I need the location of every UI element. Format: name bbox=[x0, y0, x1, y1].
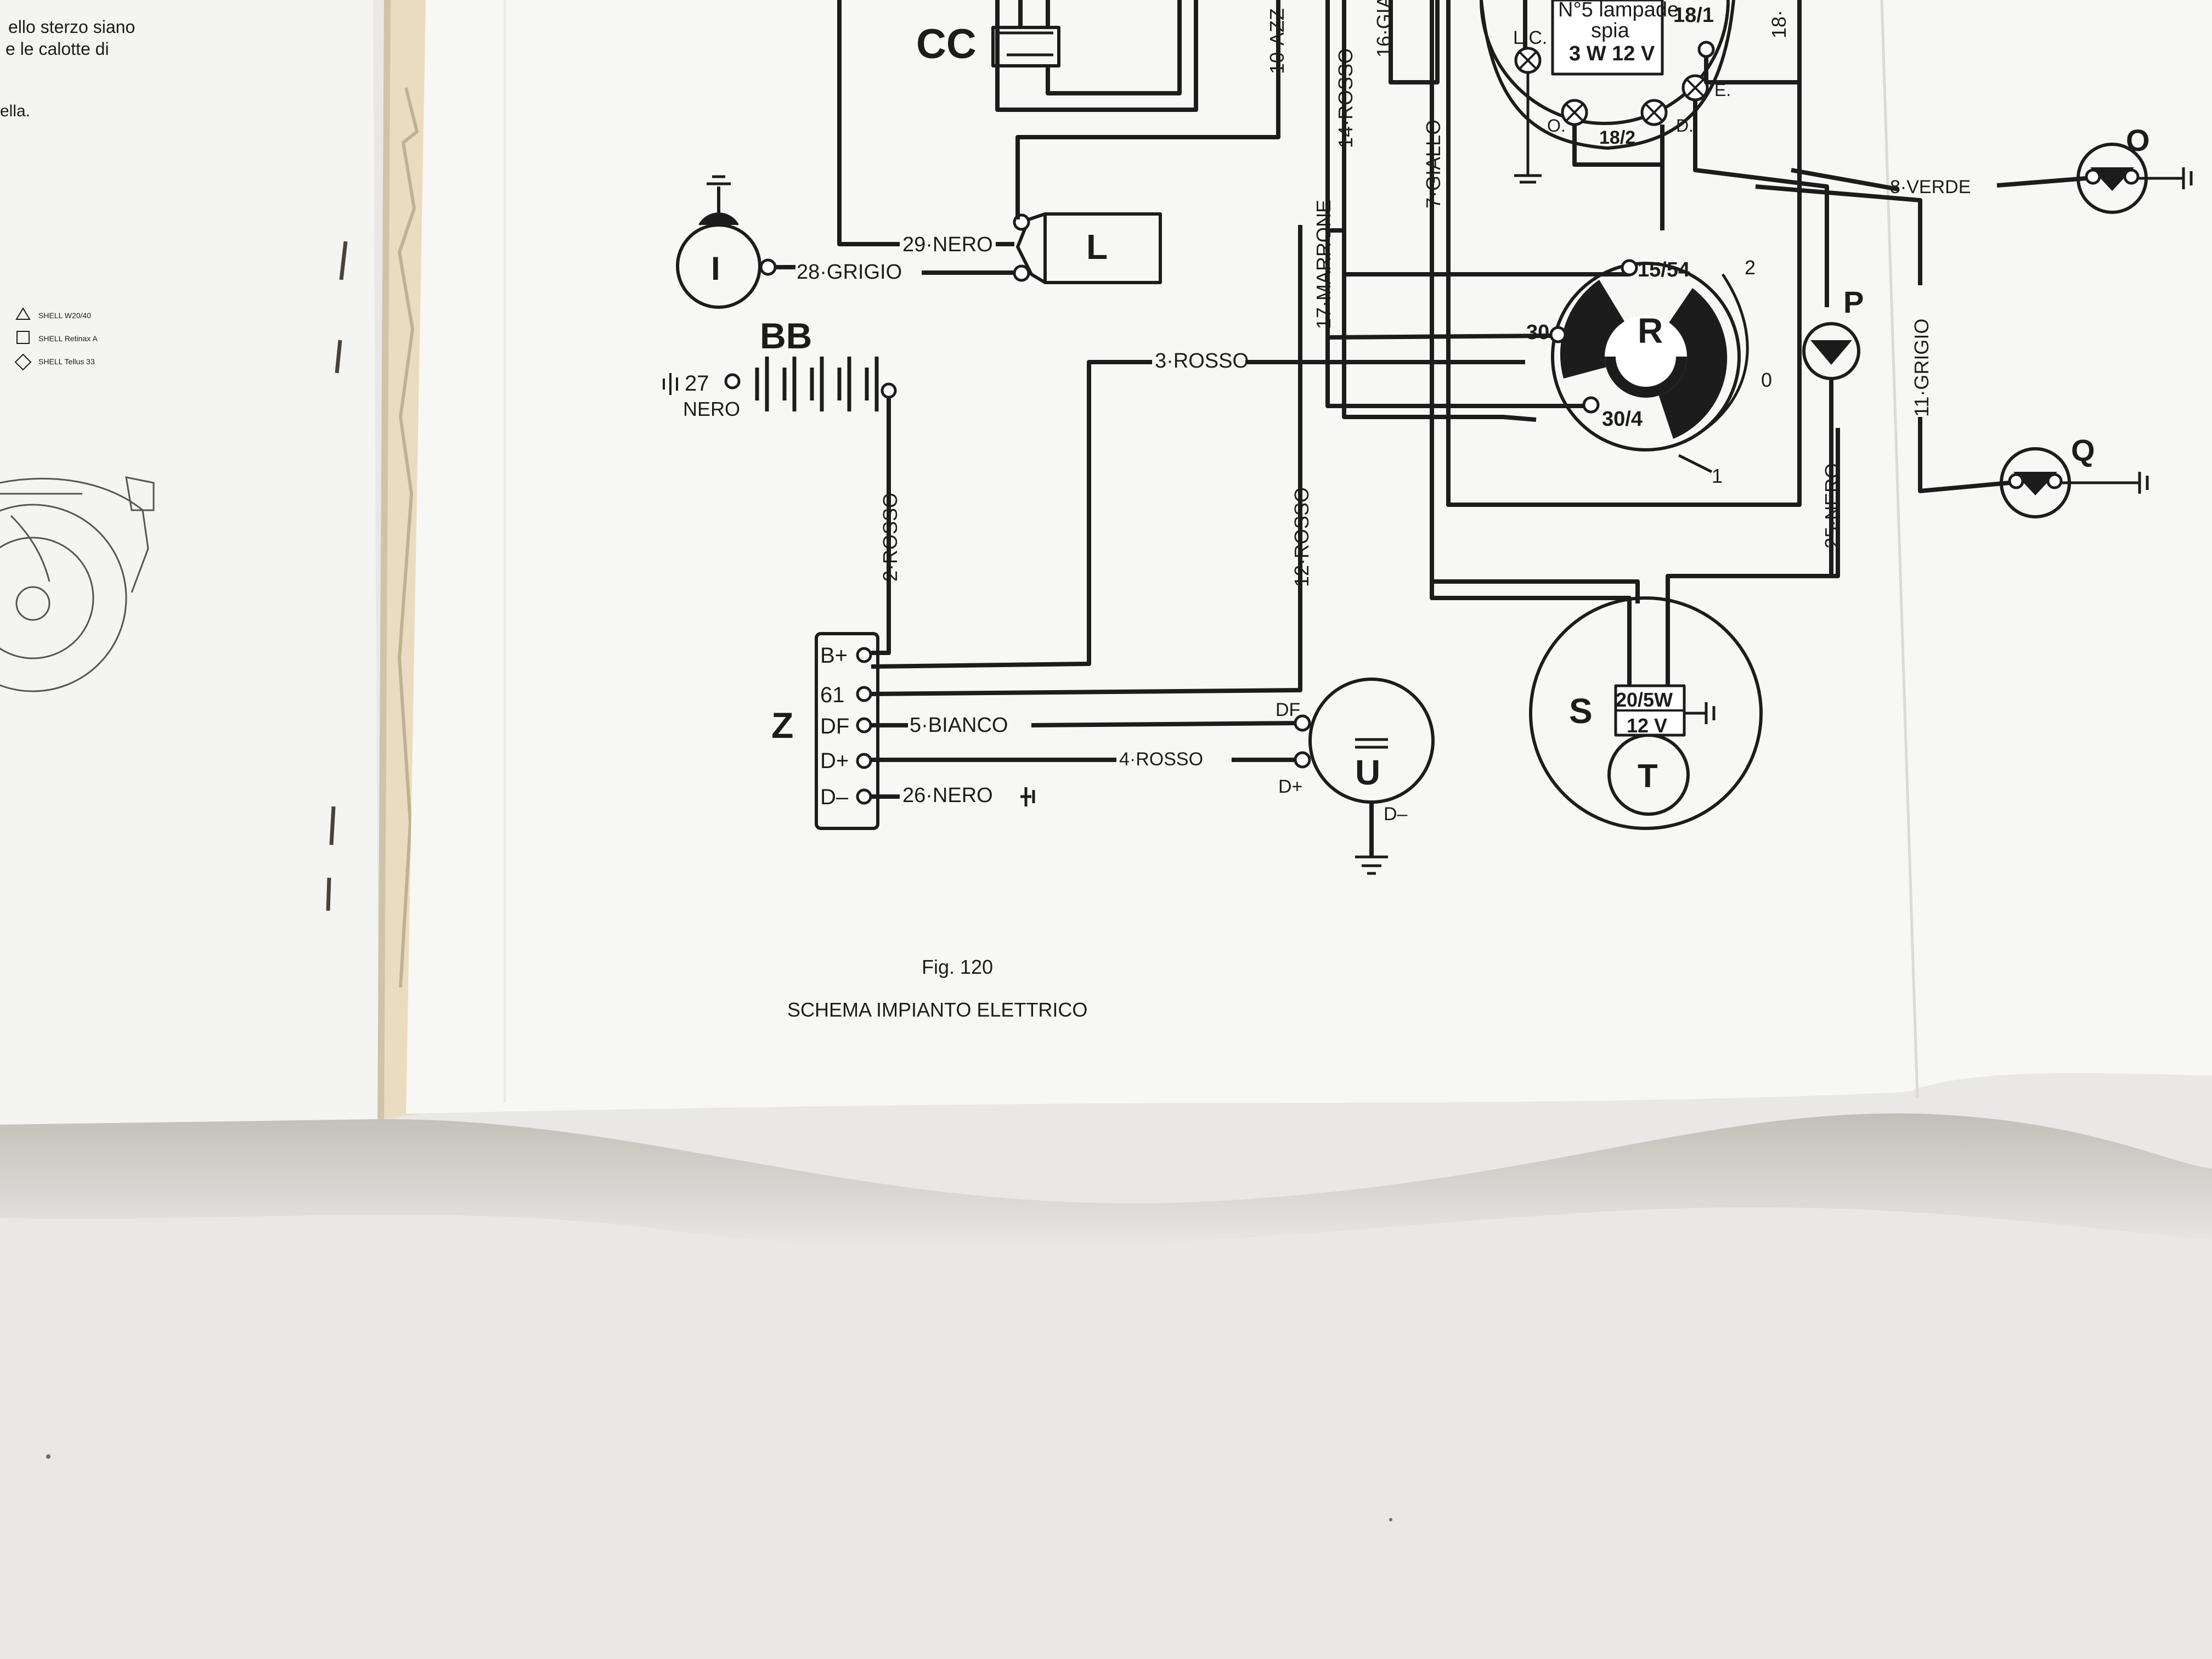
wire-5-label: 5·BIANCO bbox=[910, 714, 1008, 737]
component-S: S T 20/5W 12 V bbox=[1430, 0, 1840, 830]
dynamo-term-dminus: D– bbox=[1384, 804, 1408, 825]
lamp-term-181: 18/1 bbox=[1673, 4, 1714, 27]
dynamo-term-df: DF bbox=[1276, 699, 1300, 720]
component-L: L bbox=[837, 0, 1280, 284]
lamp-term-o: O. bbox=[1547, 116, 1566, 136]
lamp-block-line-1: N°5 lampade bbox=[1558, 0, 1679, 21]
switch-term-30: 30 bbox=[1526, 321, 1549, 344]
regulator-term-dplus: D+ bbox=[820, 749, 849, 773]
page-shadow bbox=[0, 1113, 2212, 1248]
component-U: U DF D+ D– bbox=[1276, 678, 1435, 875]
wire-14-label: 14·ROSSO bbox=[1334, 48, 1357, 148]
label-BB: BB bbox=[760, 315, 812, 356]
left-page-text-3: ella. bbox=[0, 102, 30, 120]
component-R: R 15/54 30 30/4 2 0 1 bbox=[1325, 230, 1772, 487]
wiring-diagram: CC L I bbox=[663, 0, 2193, 1021]
lamp-term-182: 18/2 bbox=[1599, 127, 1635, 148]
lamp-term-lc: L.C. bbox=[1513, 27, 1547, 48]
label-O: O bbox=[2126, 123, 2150, 157]
wire-27-label-a: 27 bbox=[685, 371, 709, 396]
component-O: O bbox=[1791, 123, 2193, 214]
dynamo-term-dplus: D+ bbox=[1278, 776, 1302, 797]
scooter-sketch bbox=[0, 476, 155, 692]
component-Q: Q bbox=[1755, 184, 2149, 518]
regulator-term-bplus: B+ bbox=[820, 644, 848, 668]
label-I: I bbox=[711, 250, 720, 287]
component-I: I bbox=[676, 175, 1014, 309]
left-page-text-2: e le calotte di bbox=[5, 39, 109, 59]
component-BB: BB bbox=[663, 315, 897, 655]
switch-term-304: 30/4 bbox=[1602, 408, 1643, 431]
wire-7-label: 7·GIALLO bbox=[1422, 120, 1444, 208]
wire-25-label: 25·NERO bbox=[1821, 463, 1843, 549]
label-Q: Q bbox=[2071, 433, 2095, 467]
wire-4-label: 4·ROSSO bbox=[1119, 749, 1203, 770]
wire-17-label: 17·MARRONE bbox=[1312, 200, 1335, 329]
label-T: T bbox=[1638, 758, 1658, 794]
switch-pos-1: 1 bbox=[1712, 465, 1723, 487]
left-page-text-1: ello sterzo siano bbox=[8, 17, 135, 37]
lamp-S-volt: 12 V bbox=[1627, 714, 1667, 737]
wire-26-label: 26·NERO bbox=[902, 784, 993, 807]
wire-3-label: 3·ROSSO bbox=[1155, 349, 1249, 373]
wire-28-label: 28·GRIGIO bbox=[797, 261, 902, 284]
left-page: ello sterzo siano e le calotte di ella. … bbox=[0, 0, 379, 1125]
figure-number: Fig. 120 bbox=[922, 956, 993, 978]
label-S: S bbox=[1569, 691, 1593, 731]
table-specks bbox=[46, 1454, 1392, 1521]
wire-2-label: 2·ROSSO bbox=[879, 493, 901, 582]
lamp-block-line-3: 3 W 12 V bbox=[1569, 42, 1655, 65]
figure-title: SCHEMA IMPIANTO ELETTRICO bbox=[787, 998, 1087, 1021]
label-U: U bbox=[1355, 753, 1380, 792]
lamp-term-e: E. bbox=[1714, 80, 1731, 100]
wire-11-label: 11·GRIGIO bbox=[1910, 319, 1933, 417]
regulator-term-df: DF bbox=[820, 714, 849, 738]
wire-8-label: 8·VERDE bbox=[1890, 177, 1971, 198]
regulator-term-61: 61 bbox=[820, 683, 845, 707]
legend-item-2: SHELL Retinax A bbox=[38, 334, 98, 343]
wire-12-label: 12·ROSSO bbox=[1290, 487, 1313, 587]
staples-left bbox=[326, 241, 348, 911]
label-CC: CC bbox=[916, 21, 977, 67]
switch-pos-2: 2 bbox=[1745, 256, 1756, 279]
label-P: P bbox=[1843, 285, 1864, 319]
regulator-term-dminus: D– bbox=[820, 785, 849, 809]
lamp-term-d: D. bbox=[1676, 116, 1694, 136]
legend-item-3: SHELL Tellus 33 bbox=[38, 357, 95, 366]
switch-term-1554: 15/54 bbox=[1638, 258, 1690, 281]
component-P: P bbox=[1802, 285, 1864, 576]
label-Z: Z bbox=[771, 705, 793, 746]
lamp-S-watt: 20/5W bbox=[1616, 689, 1673, 711]
lubricant-legend: SHELL W20/40 SHELL Retinax A SHELL Tellu… bbox=[14, 307, 98, 371]
component-CC: CC bbox=[916, 0, 1198, 112]
label-R: R bbox=[1638, 311, 1663, 351]
lamp-block-line-2: spia bbox=[1591, 19, 1630, 42]
component-Z: Z B+ 61 DF D+ D– bbox=[771, 632, 879, 830]
legend-item-1: SHELL W20/40 bbox=[38, 311, 91, 320]
label-L: L bbox=[1086, 227, 1108, 267]
wire-27-label-b: NERO bbox=[683, 398, 740, 420]
wire-18-label: 18· bbox=[1768, 10, 1790, 38]
switch-pos-0: 0 bbox=[1761, 369, 1772, 391]
wire-16-label: 16·GIALL bbox=[1373, 0, 1395, 58]
component-lamp-block: N°5 lampade spia 3 W 12 V L.C. O. D. E. … bbox=[1480, 0, 1829, 307]
wire-10-label: 10·AZZ bbox=[1266, 8, 1288, 74]
right-page bbox=[406, 0, 2212, 1114]
wire-29-label: 29·NERO bbox=[902, 233, 993, 256]
